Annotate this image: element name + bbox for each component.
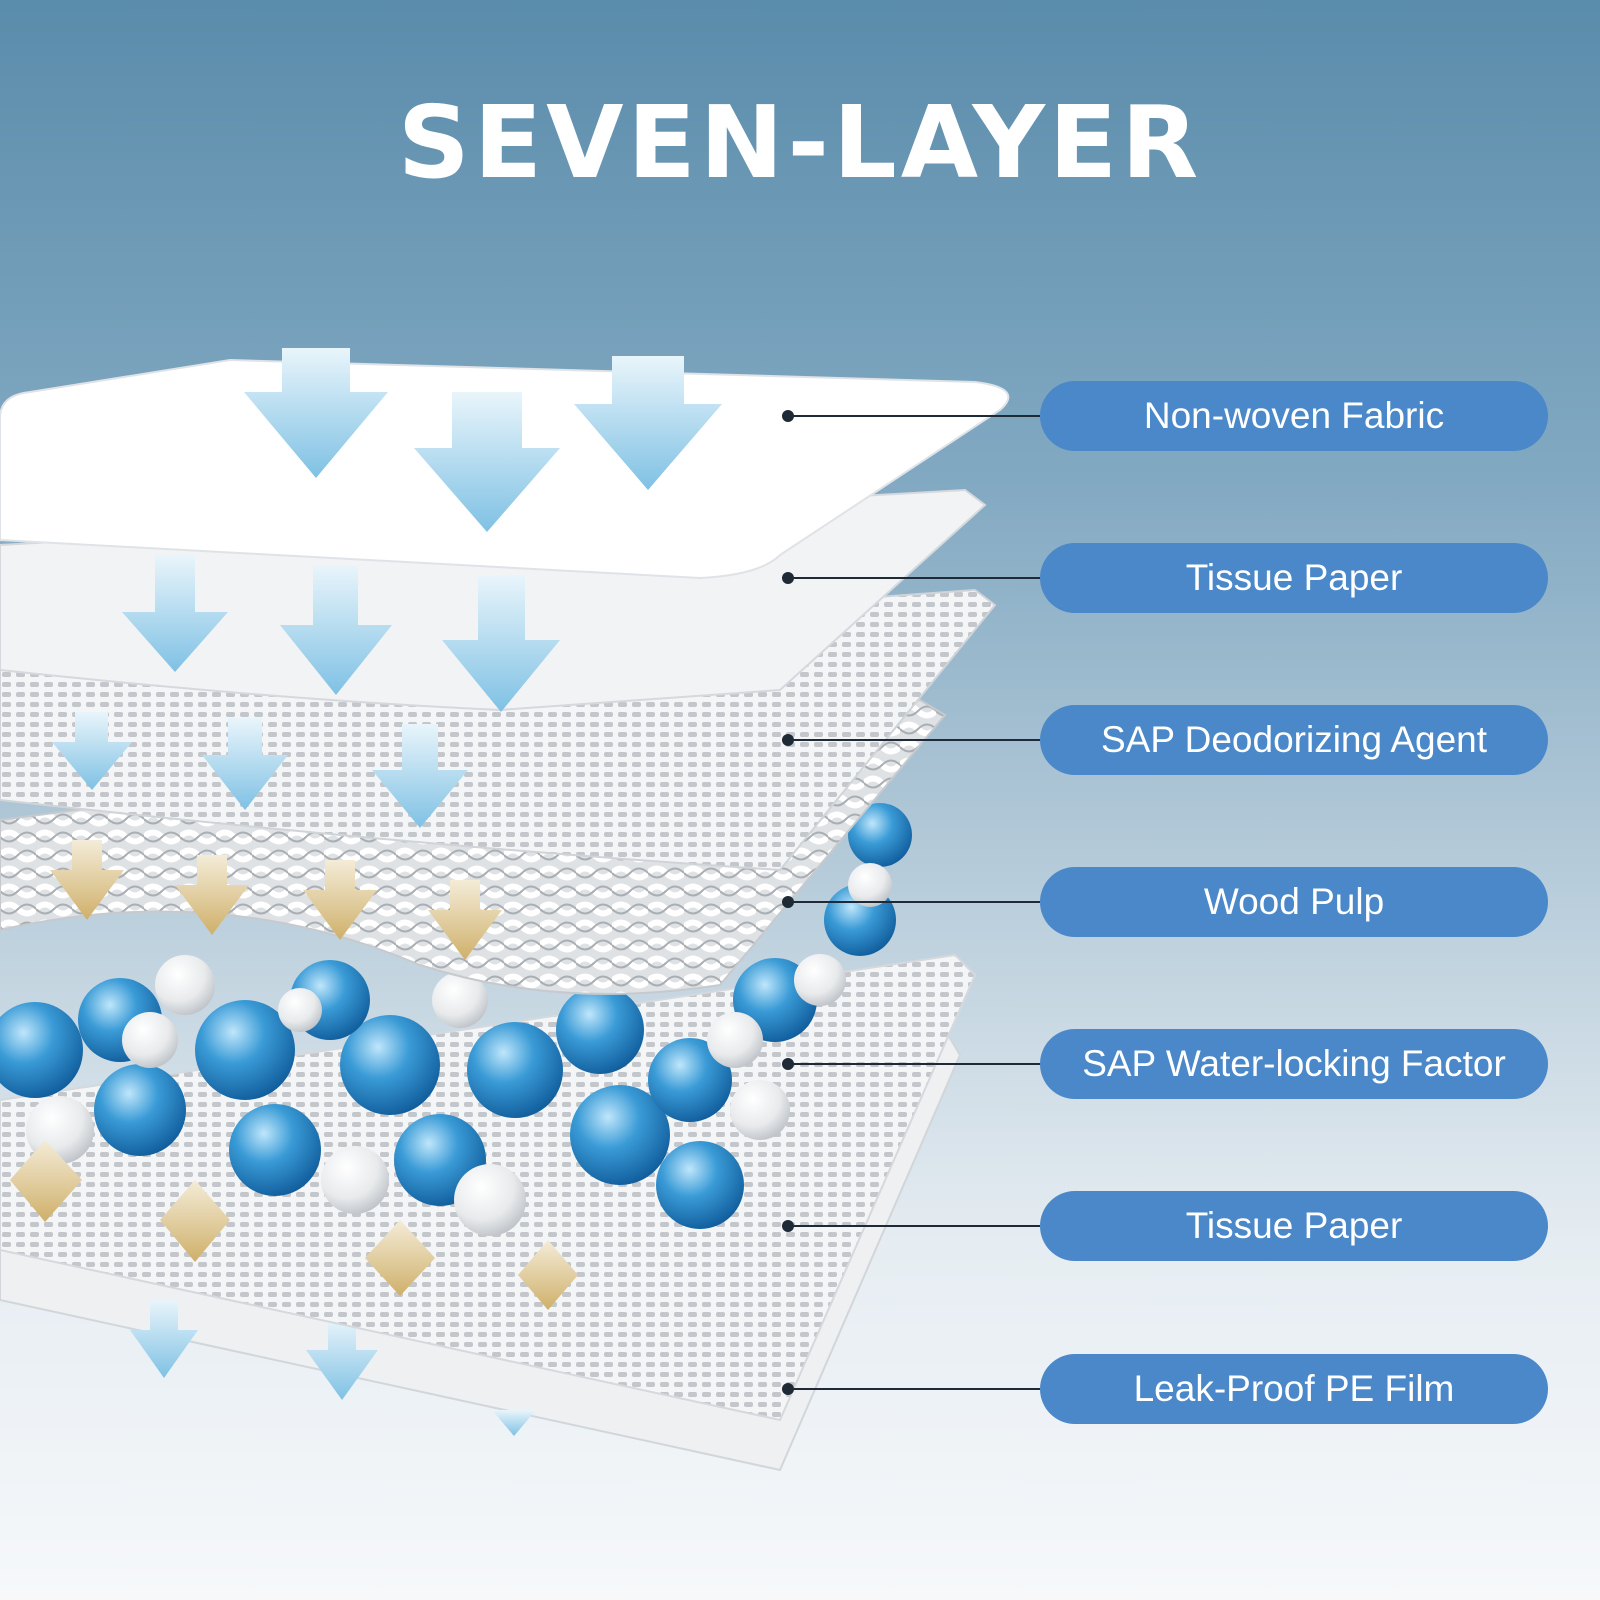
- pe-film-arrows: [130, 1300, 536, 1436]
- label-sap-water-locking-factor: SAP Water-locking Factor: [1040, 1029, 1548, 1099]
- tissue-arrows: [122, 555, 560, 712]
- leader-lines: [788, 415, 1040, 1390]
- label-non-woven-fabric: Non-woven Fabric: [1040, 381, 1548, 451]
- page-title: SEVEN-LAYER: [397, 84, 1203, 201]
- label-leak-proof-pe-film: Leak-Proof PE Film: [1040, 1354, 1548, 1424]
- deodorizing-diamonds: [10, 1140, 578, 1310]
- deodorizing-arrows: [52, 712, 468, 828]
- label-tissue-paper-upper: Tissue Paper: [1040, 543, 1548, 613]
- leader-dots: [782, 410, 794, 1395]
- label-tissue-paper-lower: Tissue Paper: [1040, 1191, 1548, 1261]
- label-wood-pulp: Wood Pulp: [1040, 867, 1548, 937]
- non-woven-arrows: [244, 348, 722, 532]
- wood-pulp-gold-arrows: [50, 840, 502, 960]
- label-sap-deodorizing-agent: SAP Deodorizing Agent: [1040, 705, 1548, 775]
- sap-beads: [0, 803, 912, 1236]
